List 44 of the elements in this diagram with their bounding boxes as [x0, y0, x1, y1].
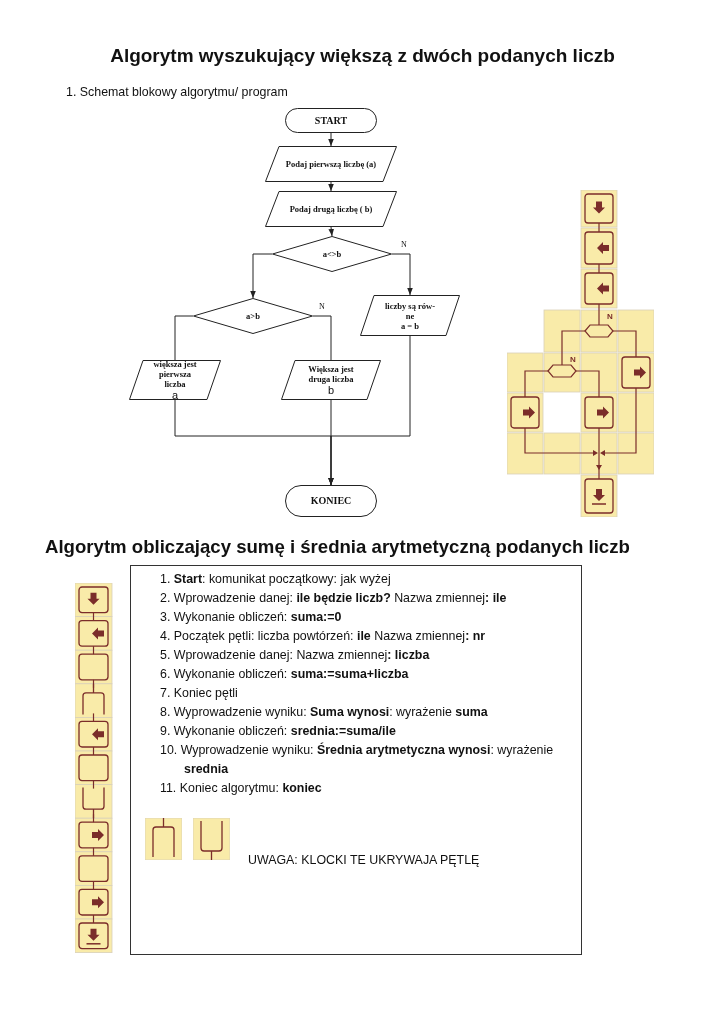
- node-label: START: [314, 115, 348, 126]
- list-item: 1. Start: komunikat początkowy: jak wyżej: [160, 571, 392, 588]
- input-output-parallelogram: [129, 360, 221, 400]
- edge-label: N: [318, 302, 326, 311]
- node-label: a>b: [246, 311, 260, 321]
- input-output-parallelogram: [360, 295, 460, 336]
- arrow: [391, 253, 413, 296]
- list-item: 5. Wprowadzenie danej: Nazwa zmiennej: liczba: [160, 647, 431, 664]
- node-label: większa jest pierwsza liczba: [152, 359, 198, 389]
- decision-diamond: [193, 298, 313, 334]
- list-item: 11. Koniec algorytmu: koniec: [160, 780, 323, 797]
- input-output-parallelogram: [281, 360, 381, 400]
- arrow: [328, 132, 334, 147]
- node-label: Podaj drugą liczbę ( b): [289, 204, 373, 214]
- arrow: [328, 226, 334, 237]
- list-item: 6. Wykonanie obliczeń: suma:=suma+liczba: [160, 666, 410, 683]
- arrow: [250, 253, 273, 299]
- list-item: 2. Wprowadzenie danej: ile będzie liczb? Nazwa zmiennej: ile: [160, 590, 508, 607]
- decision-label: N: [570, 355, 576, 364]
- connector-line: [174, 315, 194, 361]
- note-text: UWAGA: KLOCKI TE UKRYWAJA PĘTLĘ: [248, 853, 480, 867]
- list-item: 9. Wykonanie obliczeń: srednia:=suma/ile: [160, 723, 397, 740]
- arrow: [328, 181, 334, 192]
- edge-label: N: [400, 240, 408, 249]
- list-item: 8. Wyprowadzenie wyniku: Suma wynosi: wyrażenie suma: [160, 704, 489, 721]
- node-label: a<>b: [322, 249, 342, 259]
- node-label: a = b: [400, 320, 420, 331]
- input-output-parallelogram: [265, 191, 397, 227]
- input-output-parallelogram: [265, 146, 397, 182]
- list-item: 7. Koniec pętli: [160, 685, 239, 702]
- list-item: 4. Początek pętli: liczba powtórzeń: ile Nazwa zmiennej: nr: [160, 628, 487, 645]
- node-label: Większa jest druga liczba: [307, 364, 355, 384]
- node-label: b: [327, 384, 335, 396]
- list-item: 3. Wykonanie obliczeń: suma:=0: [160, 609, 343, 626]
- decision-label: N: [607, 312, 613, 321]
- node-label: Podaj pierwszą liczbę (a): [285, 159, 377, 169]
- decision-diamond: [272, 236, 392, 272]
- page-title: Algorytm wyszukujący większą z dwóch podanych liczb: [109, 45, 616, 67]
- arrow: [328, 335, 411, 486]
- node-label: KONIEC: [310, 496, 352, 506]
- section-heading: Algorytm obliczający sumę i średnia arytmetyczną podanych liczb: [45, 536, 630, 558]
- connector-line: [312, 315, 332, 361]
- list-item: 1. Schemat blokowy algorytmu/ program: [66, 85, 288, 99]
- node-label: a: [171, 389, 179, 401]
